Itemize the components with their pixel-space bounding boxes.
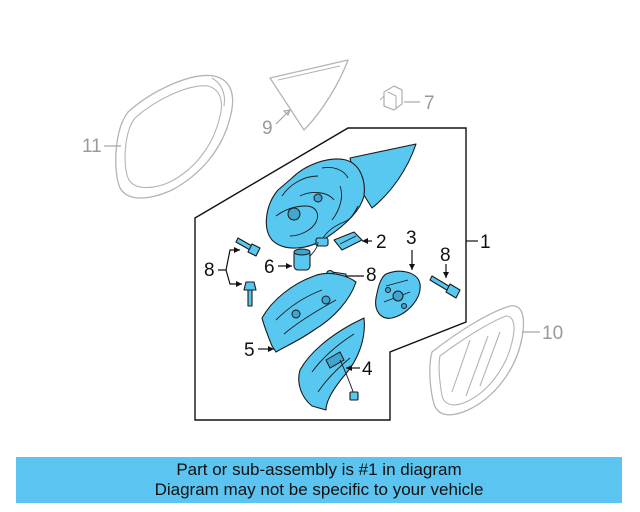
part-mirror-housing [265,143,417,249]
svg-text:2: 2 [376,232,387,253]
callout-9: 9 [262,109,291,139]
svg-text:9: 9 [262,118,273,139]
callout-8-mid: 8 [346,265,377,286]
callout-3: 3 [406,228,417,270]
banner-line-1: Part or sub-assembly is #1 in diagram [176,460,462,479]
callout-7: 7 [404,93,435,114]
assembly-outline [194,127,467,421]
info-banner: Part or sub-assembly is #1 in diagram Di… [16,457,622,503]
callout-6: 6 [264,257,292,278]
svg-text:5: 5 [244,340,255,361]
callout-10: 10 [522,323,563,344]
banner-line-2: Diagram may not be specific to your vehi… [154,480,484,499]
part-6-motor [293,241,319,271]
part-7-clip [379,85,403,111]
part-4-lower-cover [298,317,365,411]
wire-harness [321,205,359,241]
callout-11: 11 [82,136,121,157]
part-8-screw-lower [243,281,257,307]
callout-8-right: 8 [440,245,451,278]
svg-text:7: 7 [424,93,435,114]
svg-text:8: 8 [366,265,377,286]
svg-text:3: 3 [406,228,417,249]
svg-text:1: 1 [480,232,491,253]
svg-text:8: 8 [204,260,215,281]
part-3-actuator [375,270,421,319]
part-5-bracket [261,273,357,353]
callout-4: 4 [346,359,373,380]
callout-2: 2 [362,232,387,253]
callout-8-left: 8 [204,247,242,287]
part-9-triangle-glass [269,59,349,131]
part-2-module [333,231,363,251]
svg-text:6: 6 [264,257,275,278]
svg-text:4: 4 [362,359,373,380]
part-8-screw-upper [235,237,261,257]
part-8-screw-right [429,275,461,299]
callout-5: 5 [244,340,274,361]
part-11-mirror-cover [115,74,234,199]
callout-1: 1 [466,232,491,253]
svg-text:8: 8 [440,245,451,266]
svg-text:11: 11 [82,136,102,157]
part-10-mirror-glass [429,305,525,416]
connector [315,237,329,247]
svg-text:10: 10 [542,323,563,344]
